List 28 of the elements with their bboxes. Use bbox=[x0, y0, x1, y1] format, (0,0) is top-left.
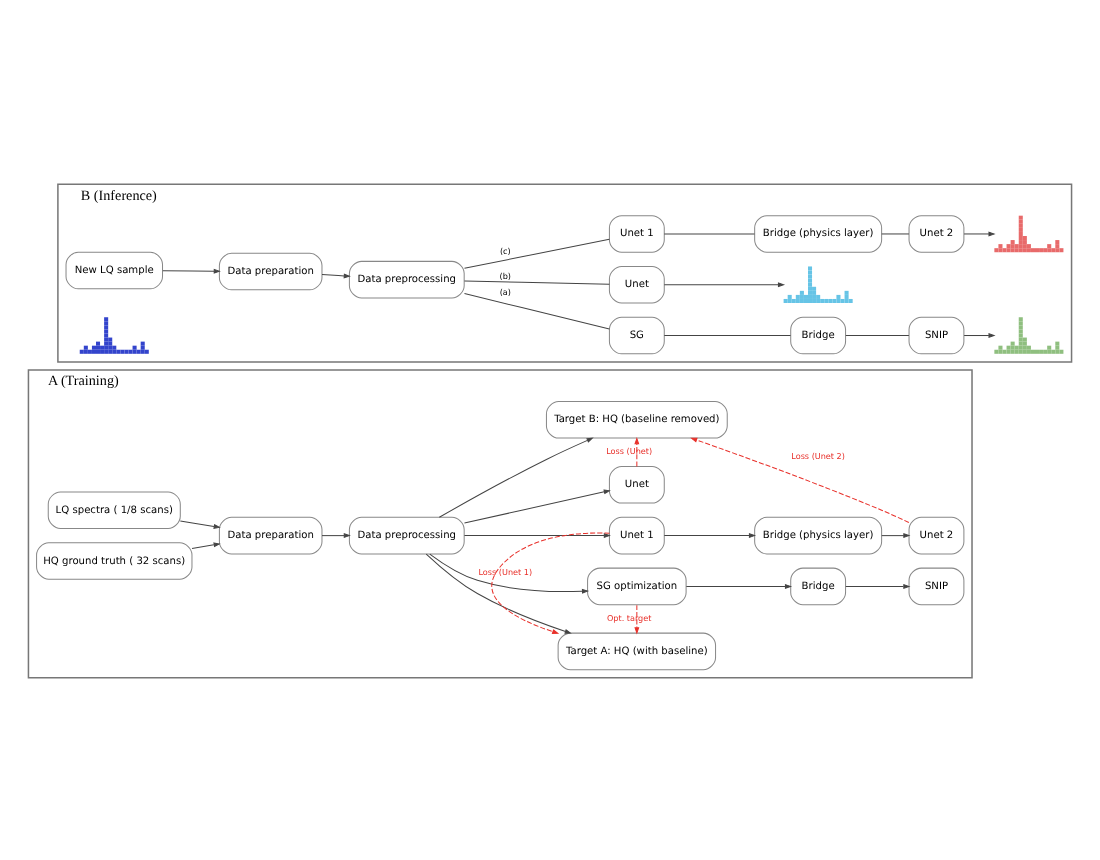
connector bbox=[463, 279, 610, 284]
arrow bbox=[429, 552, 590, 593]
arrow bbox=[425, 552, 572, 633]
arrow bbox=[881, 532, 911, 538]
connector bbox=[463, 292, 610, 329]
connector bbox=[845, 334, 910, 336]
arrow bbox=[463, 488, 611, 523]
arrow bbox=[321, 532, 351, 538]
arrow bbox=[663, 532, 757, 538]
arrow bbox=[690, 436, 910, 522]
arrow bbox=[191, 541, 221, 548]
arrow bbox=[321, 272, 351, 278]
arrow bbox=[663, 281, 786, 287]
arrow bbox=[963, 230, 996, 236]
arrow bbox=[685, 582, 793, 588]
arrow bbox=[634, 603, 640, 634]
arrow bbox=[845, 582, 911, 588]
arrow bbox=[162, 267, 221, 273]
connector bbox=[881, 232, 910, 234]
arrow bbox=[438, 436, 594, 517]
connector bbox=[663, 334, 792, 336]
arrow bbox=[463, 532, 611, 538]
connector bbox=[463, 237, 610, 268]
arrow bbox=[963, 332, 996, 337]
arrow bbox=[634, 436, 640, 466]
connector bbox=[663, 232, 755, 234]
arrow bbox=[491, 531, 610, 633]
arrow bbox=[179, 519, 221, 528]
